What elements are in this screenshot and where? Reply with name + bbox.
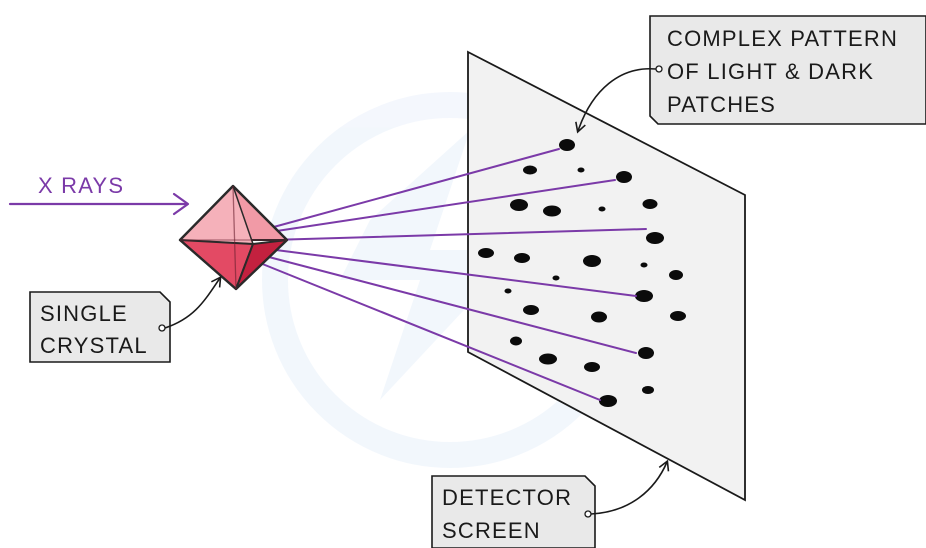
- label-line: COMPLEX PATTERN: [667, 26, 898, 51]
- spot: [591, 311, 607, 323]
- incident-xray-arrow: [8, 192, 190, 216]
- spot: [669, 270, 683, 280]
- label-line: CRYSTAL: [40, 333, 148, 358]
- spot: [478, 248, 494, 258]
- diffracted-beams: [259, 148, 647, 401]
- spot: [583, 255, 601, 267]
- spot: [559, 139, 575, 151]
- spot: [539, 353, 557, 365]
- spot: [514, 253, 530, 263]
- diffraction-spots: [478, 139, 686, 407]
- spot: [646, 232, 664, 244]
- spot: [598, 206, 606, 212]
- detector-screen-label: DETECTOR SCREEN: [431, 459, 670, 548]
- diffracted-ray: [259, 262, 601, 401]
- label-line: DETECTOR: [442, 485, 572, 510]
- single-crystal-label: SINGLE CRYSTAL: [29, 275, 222, 363]
- spot: [510, 199, 528, 211]
- xrays-label: X RAYS: [38, 173, 124, 198]
- spot: [642, 199, 658, 209]
- spot: [510, 336, 522, 346]
- spot: [584, 362, 600, 372]
- spot: [523, 165, 537, 175]
- spot: [552, 275, 560, 281]
- diffracted-ray: [269, 179, 616, 233]
- spot: [577, 167, 585, 173]
- single-crystal: [178, 184, 289, 291]
- spot: [642, 386, 654, 394]
- spot: [638, 347, 654, 359]
- spot: [635, 290, 653, 302]
- spot: [616, 171, 632, 183]
- diffracted-ray: [269, 228, 647, 241]
- spot: [640, 262, 648, 268]
- spot: [523, 305, 539, 315]
- diffracted-ray: [264, 255, 637, 354]
- label-line: SINGLE: [40, 301, 128, 326]
- complex-pattern-label: COMPLEX PATTERN OF LIGHT & DARK PATCHES: [575, 15, 926, 134]
- spot: [543, 205, 561, 217]
- label-line: SCREEN: [442, 518, 541, 543]
- label-line: PATCHES: [667, 92, 776, 117]
- spot: [504, 288, 512, 294]
- spot: [670, 311, 686, 321]
- diffracted-ray: [267, 248, 637, 297]
- label-line: OF LIGHT & DARK: [667, 59, 874, 84]
- detector-screen: [467, 50, 746, 502]
- diffracted-ray: [269, 148, 560, 229]
- spot: [599, 395, 617, 407]
